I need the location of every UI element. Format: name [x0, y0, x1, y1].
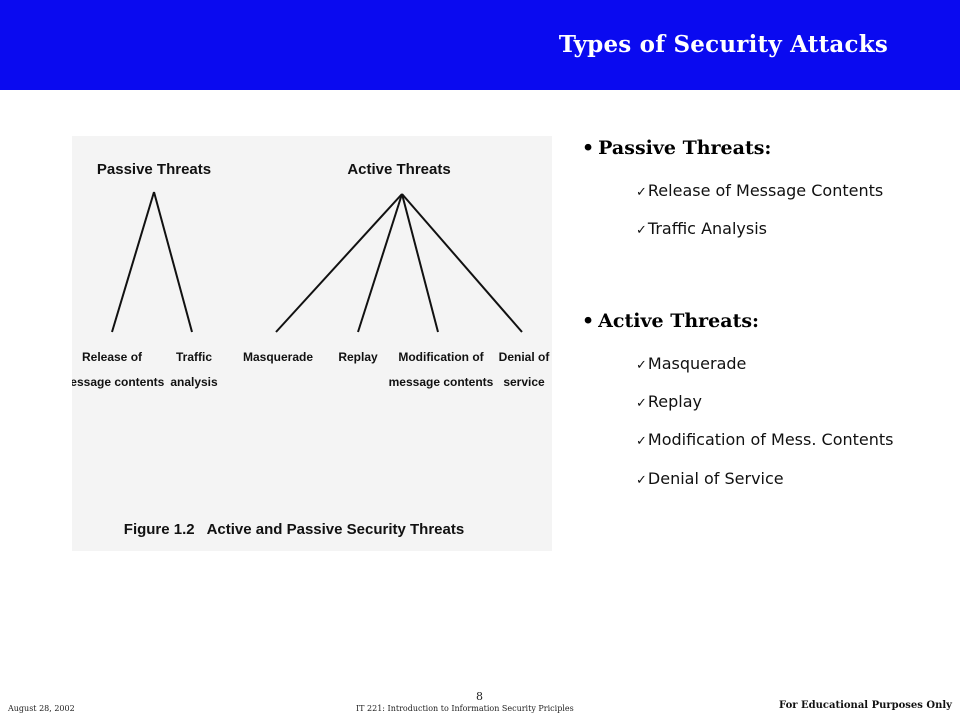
- check-icon: ✓: [636, 434, 647, 449]
- passive-item-text: Release of Message Contents: [647, 181, 884, 200]
- active-item: ✓Masquerade: [636, 354, 746, 373]
- active-item: ✓Replay: [636, 392, 702, 411]
- leaf-denial-line2: service: [503, 375, 545, 389]
- active-heading-text: Active Threats:: [598, 310, 760, 332]
- edge-active-modification: [401, 193, 439, 333]
- leaf-traffic-line2: analysis: [170, 375, 218, 389]
- bullet-icon: •: [582, 310, 595, 332]
- check-icon: ✓: [636, 223, 647, 238]
- leaf-replay: Replay: [338, 350, 378, 364]
- slide-title: Types of Security Attacks: [558, 31, 888, 58]
- active-item: ✓Modification of Mess. Contents: [636, 430, 893, 449]
- leaf-release-line1: Release of: [82, 350, 143, 364]
- edge-passive-release: [111, 191, 155, 333]
- active-item-text: Replay: [647, 392, 703, 411]
- active-root-label: Active Threats: [347, 161, 450, 178]
- passive-heading-text: Passive Threats:: [598, 137, 772, 159]
- passive-item: ✓Release of Message Contents: [636, 181, 883, 200]
- title-bar: Types of Security Attacks: [0, 0, 960, 90]
- leaf-masquerade: Masquerade: [243, 350, 313, 364]
- page-number: 8: [476, 690, 483, 703]
- leaf-modification-line2: message contents: [389, 375, 494, 389]
- footer-note: For Educational Purposes Only: [779, 700, 952, 711]
- active-item-text: Denial of Service: [647, 469, 784, 488]
- edge-active-replay: [357, 193, 403, 333]
- check-icon: ✓: [636, 473, 647, 488]
- edge-passive-traffic: [153, 191, 193, 333]
- check-icon: ✓: [636, 185, 647, 200]
- check-icon: ✓: [636, 358, 647, 373]
- threats-diagram-svg: Passive Threats Release of message conte…: [72, 161, 551, 538]
- leaf-modification-line1: Modification of: [398, 350, 484, 364]
- active-item-text: Modification of Mess. Contents: [647, 430, 894, 449]
- edge-active-masquerade: [275, 193, 403, 333]
- active-heading: •Active Threats:: [582, 310, 759, 332]
- check-icon: ✓: [636, 396, 647, 411]
- leaf-release-line2: message contents: [72, 375, 165, 389]
- bullet-icon: •: [582, 137, 595, 159]
- figure-caption: Figure 1.2 Active and Passive Security T…: [124, 521, 464, 538]
- passive-root-label: Passive Threats: [97, 161, 211, 178]
- footer-course: IT 221: Introduction to Information Secu…: [356, 704, 574, 713]
- passive-item: ✓Traffic Analysis: [636, 219, 767, 238]
- leaf-traffic-line1: Traffic: [176, 350, 212, 364]
- passive-item-text: Traffic Analysis: [647, 219, 767, 238]
- footer-date: August 28, 2002: [8, 704, 75, 713]
- edge-active-denial: [401, 193, 523, 333]
- threats-diagram: Passive Threats Release of message conte…: [72, 136, 552, 551]
- passive-heading: •Passive Threats:: [582, 137, 771, 159]
- active-item-text: Masquerade: [647, 354, 747, 373]
- leaf-denial-line1: Denial of: [499, 350, 551, 364]
- active-item: ✓Denial of Service: [636, 469, 784, 488]
